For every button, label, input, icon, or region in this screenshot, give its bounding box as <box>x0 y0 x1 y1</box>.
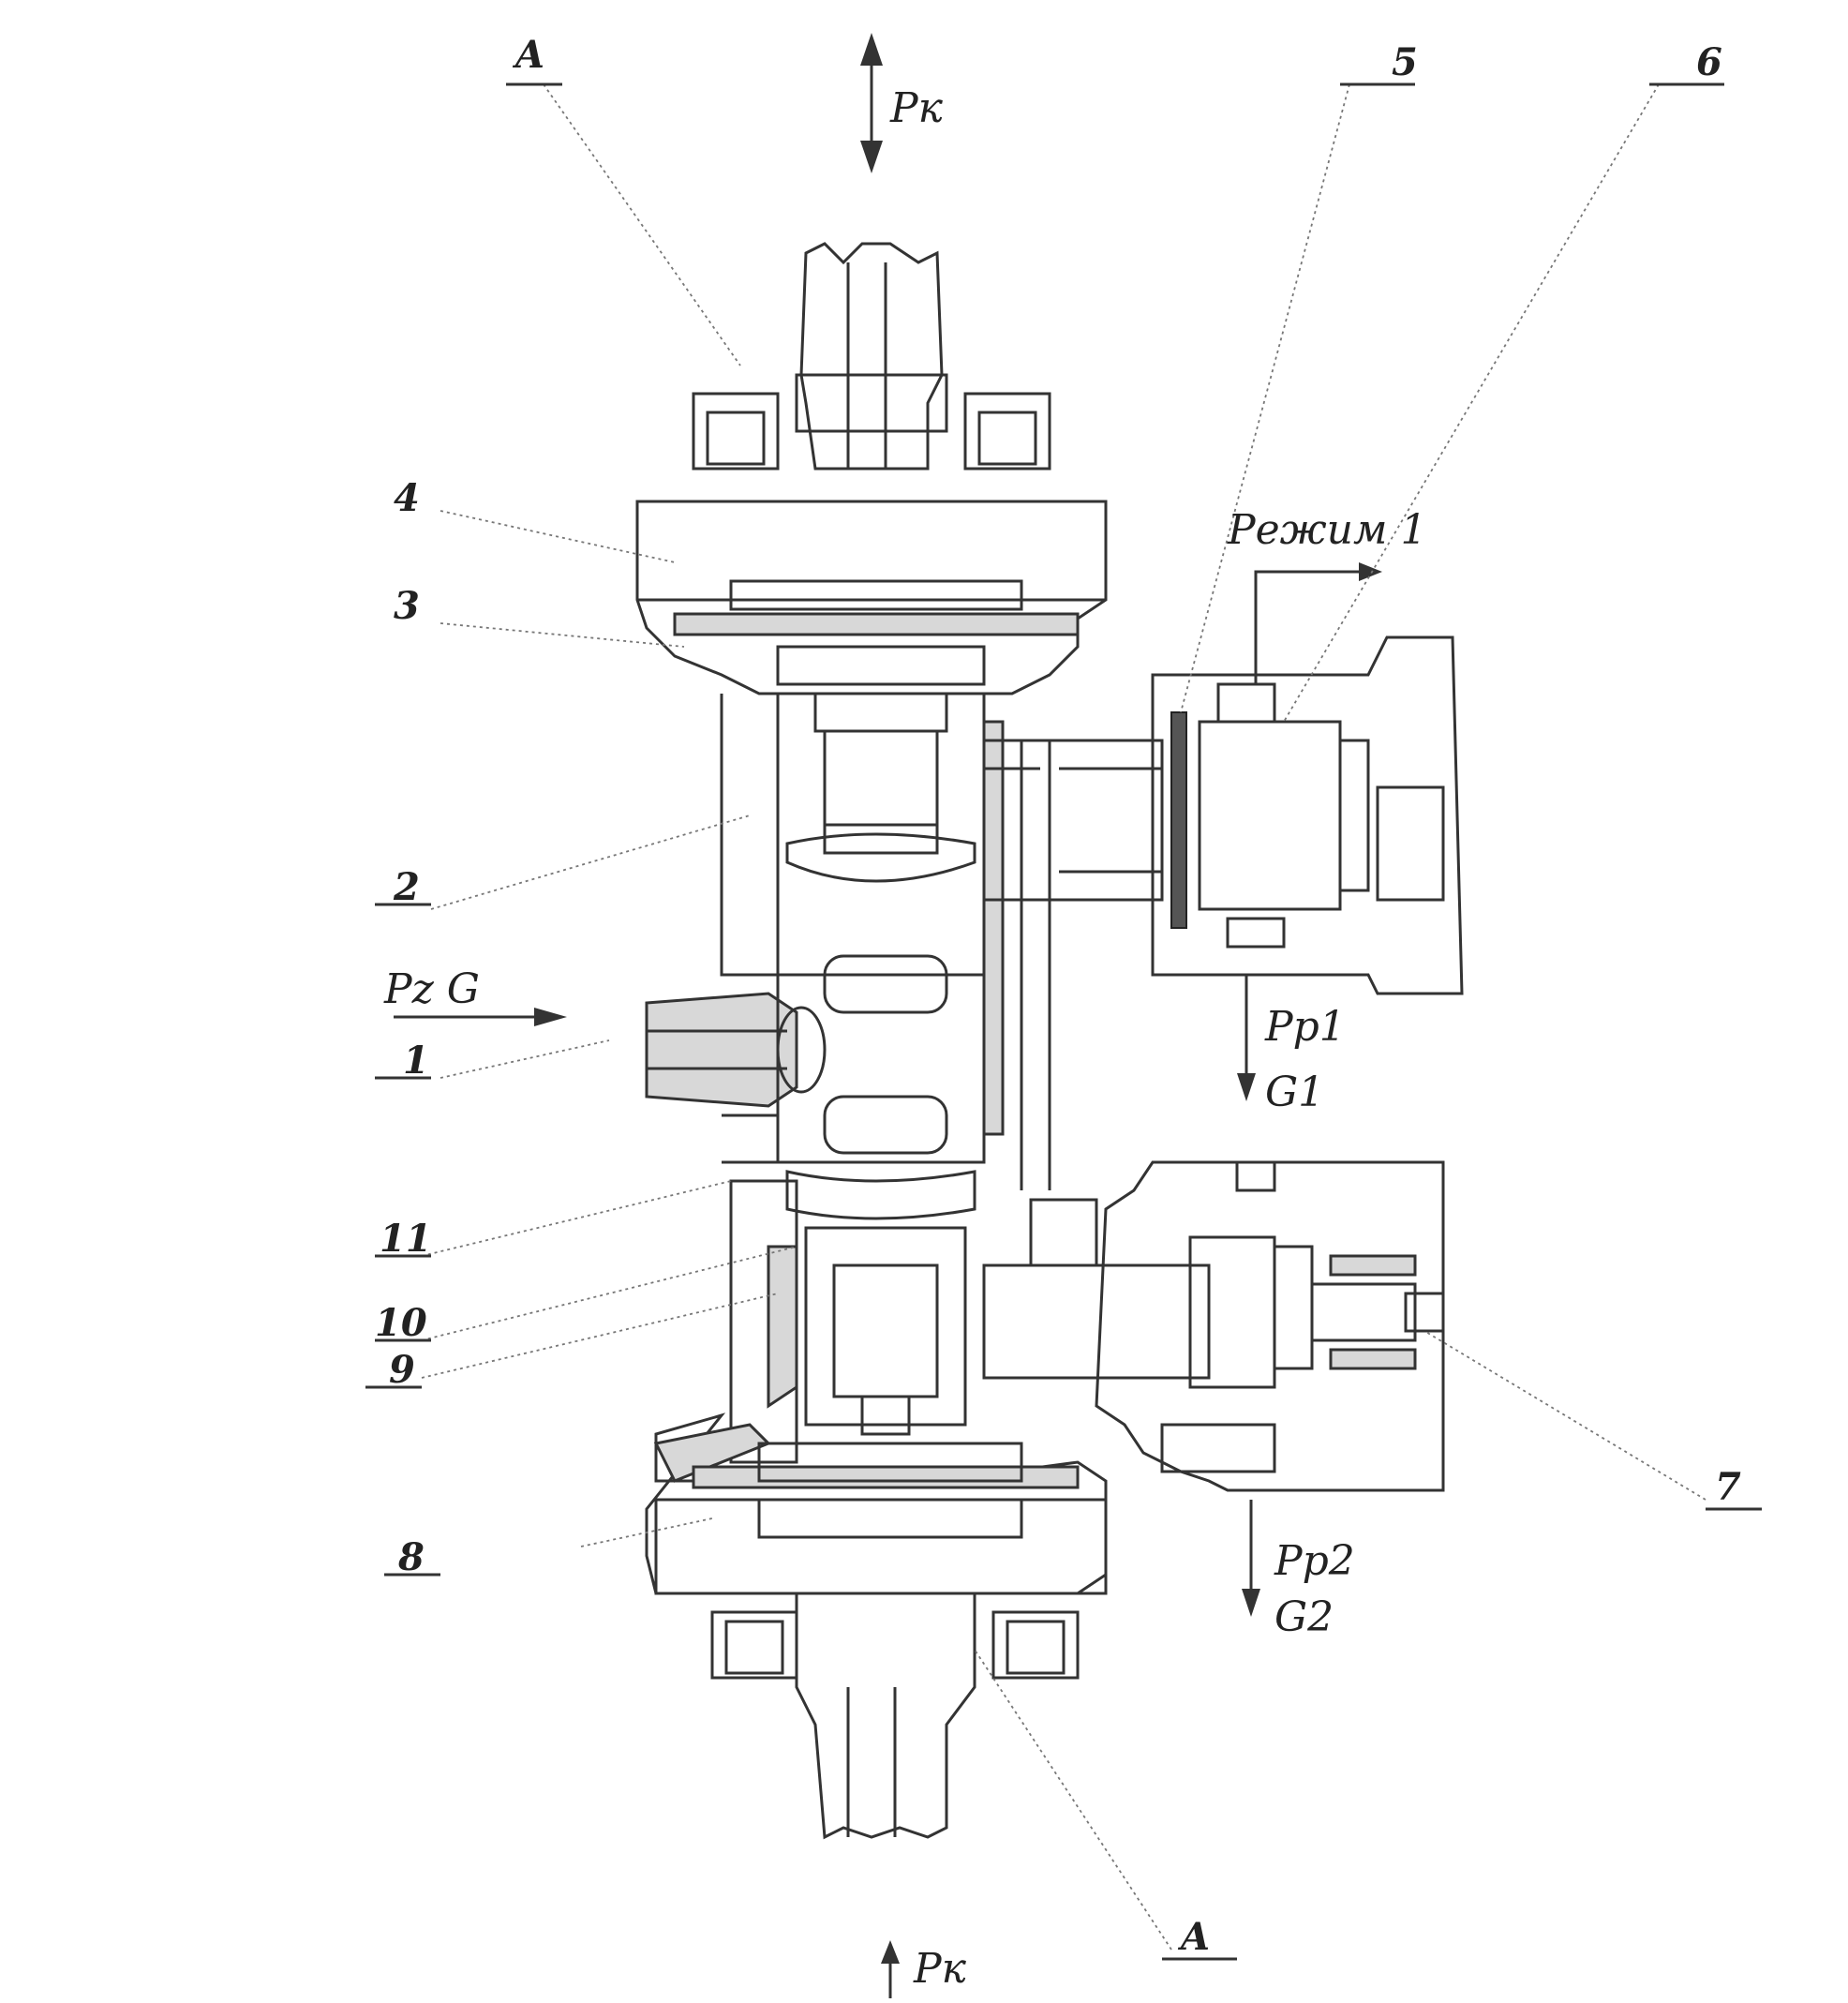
label-a-top: A <box>512 33 544 77</box>
top-nuts <box>692 392 1051 471</box>
top-stem <box>795 242 948 471</box>
pk-bottom-arrow <box>881 1940 900 1998</box>
outlet2-arrow <box>1242 1500 1260 1617</box>
label-10: 10 <box>375 1301 427 1345</box>
leader-lines <box>365 82 1762 1961</box>
inlet-pipe <box>645 992 827 1108</box>
bottom-stem <box>795 1592 976 1840</box>
label-9: 9 <box>389 1348 415 1392</box>
middle-body <box>722 973 986 1464</box>
label-8: 8 <box>397 1535 425 1579</box>
top-cover <box>635 500 1108 695</box>
label-1: 1 <box>403 1039 429 1083</box>
pk-top-label: Pк <box>889 84 944 132</box>
outlet1-arrow <box>1237 975 1256 1101</box>
outlet2-pressure-label: Pp2 <box>1274 1537 1355 1585</box>
pk-top-arrow <box>860 33 883 173</box>
mode-label: Режим 1 <box>1227 506 1426 554</box>
pk-bottom-label: Pк <box>913 1945 967 1993</box>
outlet1-flow-label: G1 <box>1265 1069 1324 1116</box>
mode-arrow <box>1254 562 1382 684</box>
outlet1-pressure-label: Pp1 <box>1264 1003 1346 1051</box>
inlet-arrow <box>394 1008 567 1026</box>
label-11: 11 <box>380 1217 432 1261</box>
label-5: 5 <box>1392 40 1418 84</box>
bottom-nuts <box>710 1610 1080 1680</box>
label-4: 4 <box>394 476 420 520</box>
label-a-bottom: A <box>1177 1915 1210 1959</box>
bottom-cover <box>645 1413 1108 1595</box>
upper-body <box>720 692 1051 1190</box>
label-7: 7 <box>1715 1465 1741 1509</box>
label-2: 2 <box>393 865 420 909</box>
inlet-label: Pz G <box>383 965 480 1013</box>
label-6: 6 <box>1696 40 1722 84</box>
label-3: 3 <box>394 584 420 628</box>
upper-valve-housing <box>984 635 1464 995</box>
outlet2-flow-label: G2 <box>1274 1593 1334 1641</box>
lower-valve-housing <box>982 1160 1445 1492</box>
